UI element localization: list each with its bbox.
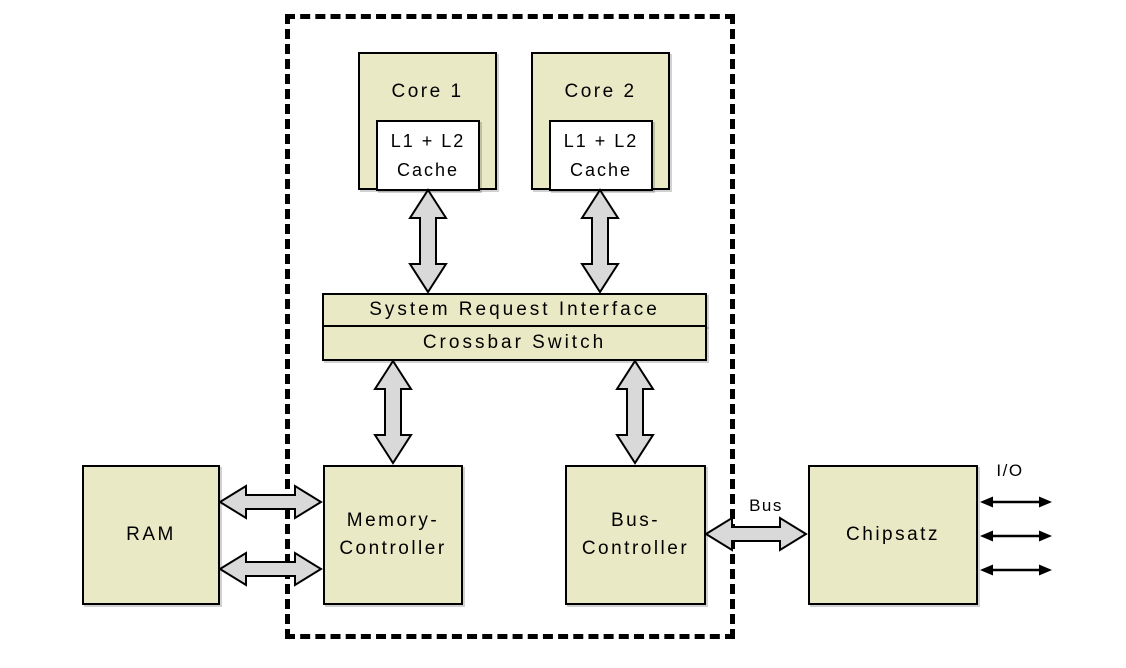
core2-cache-block: L1 + L2 Cache xyxy=(549,120,653,191)
core1-label: Core 1 xyxy=(391,81,464,102)
io-label: I/O xyxy=(996,461,1024,480)
ram-memory-controller-double-arrow-top-icon xyxy=(218,484,323,520)
memory-controller-block: Memory- Controller xyxy=(323,465,463,605)
core2-cache-label: L1 + L2 Cache xyxy=(563,130,639,180)
memory-controller-label: Memory- Controller xyxy=(339,509,447,560)
system-request-interface-label: System Request Interface xyxy=(369,298,660,320)
system-request-interface-block: System Request Interface xyxy=(322,293,707,327)
bus-label: Bus xyxy=(749,496,783,515)
io-double-arrow-2-icon xyxy=(980,530,1052,542)
core1-cache-label: L1 + L2 Cache xyxy=(390,130,466,180)
crossbar-memory-controller-double-arrow-icon xyxy=(373,359,413,465)
crossbar-switch-label: Crossbar Switch xyxy=(422,331,607,353)
chipsatz-block: Chipsatz xyxy=(808,465,978,605)
core1-sri-double-arrow-icon xyxy=(408,188,448,294)
crossbar-bus-controller-double-arrow-icon xyxy=(615,359,655,465)
cpu-die-boundary xyxy=(285,14,735,639)
io-double-arrow-3-icon xyxy=(980,564,1052,576)
ram-block: RAM xyxy=(82,465,220,605)
bus-controller-label: Bus- Controller xyxy=(581,509,690,560)
io-double-arrow-1-icon xyxy=(980,496,1052,508)
ram-memory-controller-double-arrow-bottom-icon xyxy=(218,551,323,587)
core2-label: Core 2 xyxy=(564,81,637,102)
bus-double-arrow-icon xyxy=(704,516,808,552)
core1-cache-block: L1 + L2 Cache xyxy=(376,120,480,191)
ram-label: RAM xyxy=(126,523,176,545)
chipsatz-label: Chipsatz xyxy=(846,523,940,545)
core2-sri-double-arrow-icon xyxy=(580,188,620,294)
crossbar-switch-block: Crossbar Switch xyxy=(322,325,707,361)
bus-controller-block: Bus- Controller xyxy=(565,465,706,605)
